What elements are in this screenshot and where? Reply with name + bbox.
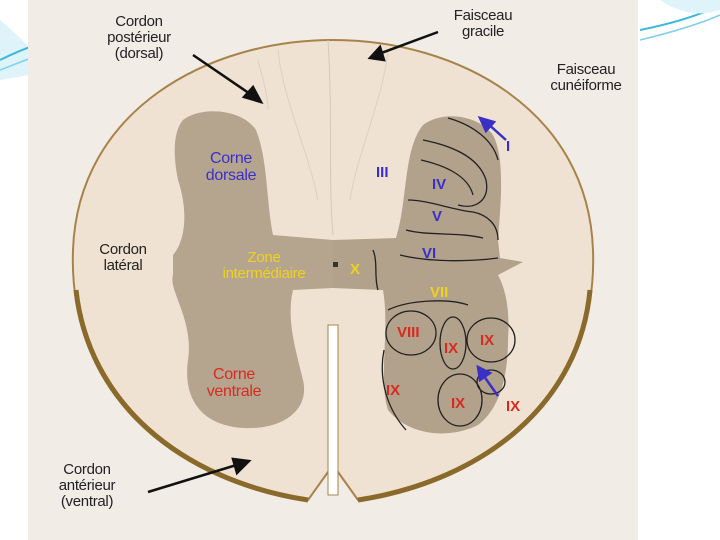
lamina-IX-2: IX (480, 332, 495, 349)
lamina-X: X (350, 261, 361, 278)
central-canal (333, 262, 338, 267)
ventral-fissure (327, 324, 339, 496)
label-cordon-posterieur: Cordon postérieur (dorsal) (107, 13, 171, 62)
label-corne-ventrale: Corne ventrale (206, 366, 262, 400)
label-corne-dorsale: Corne dorsale (205, 150, 257, 184)
lamina-IX-1: IX (444, 340, 459, 357)
lamina-IX-4: IX (451, 395, 466, 412)
label-cordon-anterieur: Cordon antérieur (ventral) (58, 461, 116, 510)
lamina-VI: VI (422, 245, 437, 262)
lamina-IX-5: IX (506, 398, 521, 415)
lamina-VII: VII (430, 284, 449, 301)
gray-matter-left (172, 111, 333, 429)
spinal-cord-diagram (71, 30, 595, 503)
label-cordon-lateral: Cordon latéral (99, 241, 147, 274)
lamina-IV: IV (432, 176, 447, 193)
lamina-VIII: VIII (397, 324, 420, 341)
lamina-IX-3: IX (386, 382, 401, 399)
gray-matter-right (333, 116, 523, 434)
lamina-III: III (376, 164, 389, 181)
lamina-V: V (432, 208, 443, 225)
spinal-cord-figure: Cordon postérieur (dorsal) Faisceau grac… (28, 0, 638, 540)
label-faisceau-gracile: Faisceau gracile (453, 7, 513, 40)
label-faisceau-cuneiforme: Faisceau cunéiforme (550, 61, 622, 94)
label-zone-intermediaire: Zone intermédiaire (222, 249, 306, 282)
lamina-I: I (506, 138, 511, 155)
